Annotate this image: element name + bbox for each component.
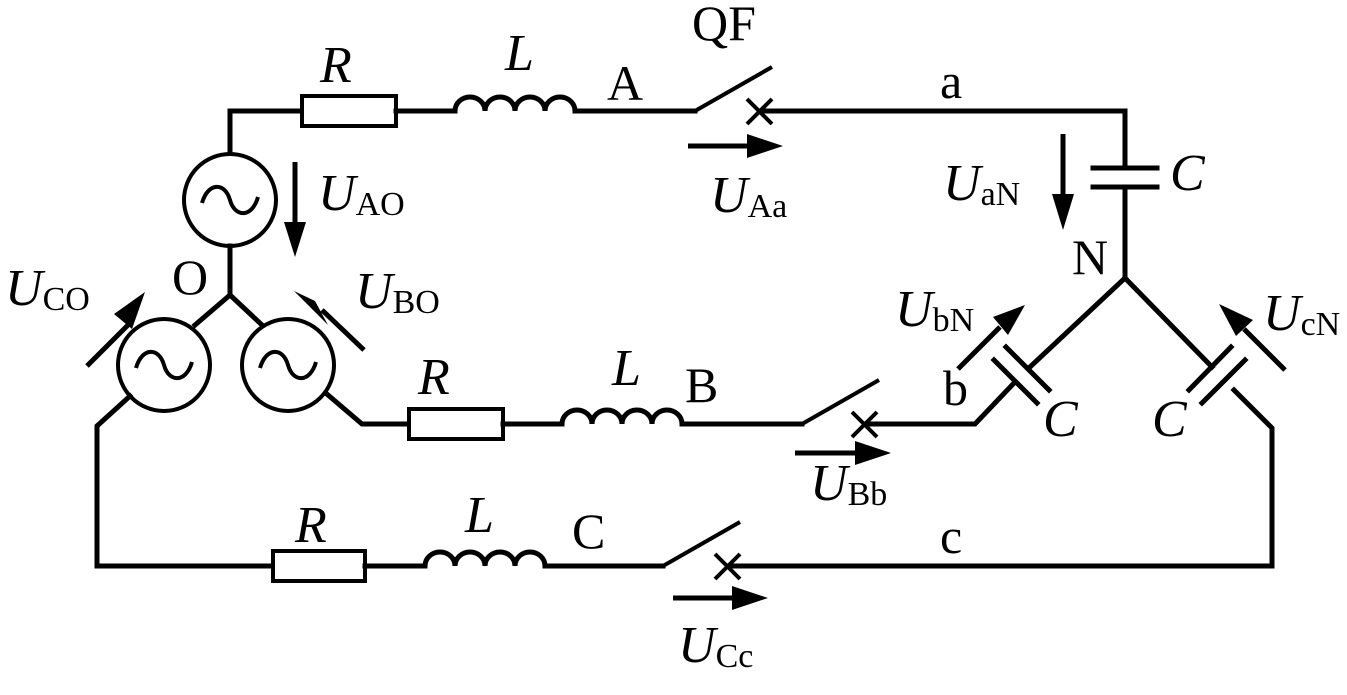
inductor-b: [559, 407, 685, 427]
wire-o-to-source-c: [191, 291, 234, 329]
wire-a-breaker-to-load: [757, 108, 1128, 171]
arrow-head-icon: [114, 292, 145, 329]
phase-b-branch: [324, 274, 1129, 441]
arrow-u-bo: [320, 308, 366, 352]
voltage-label-u-ao: UAO: [318, 165, 405, 223]
voltage-main: U: [318, 165, 359, 222]
node-label-a: a: [940, 53, 962, 109]
voltage-sub: bN: [933, 302, 975, 339]
voltage-label-u-bb: UBb: [810, 455, 887, 513]
voltage-main: U: [943, 155, 984, 212]
inductor-a: [452, 94, 578, 114]
phase-a-branch: [227, 65, 1160, 281]
arrow-head-icon: [294, 291, 328, 325]
capacitor-label-a: C: [1170, 145, 1206, 202]
voltage-label-u-aa: UAa: [710, 167, 787, 225]
resistor-b: [407, 407, 505, 441]
arrow-head-icon: [993, 305, 1025, 335]
voltage-label-u-an: UaN: [943, 155, 1020, 213]
voltage-label-u-co: UCO: [5, 260, 90, 318]
voltage-main: U: [710, 167, 751, 224]
node-label-O: O: [172, 249, 208, 305]
voltage-label-u-cn: UcN: [1263, 285, 1340, 343]
arrow-head-icon: [1052, 194, 1074, 230]
arrow-head-icon: [747, 134, 783, 158]
breaker-b-blade: [801, 378, 880, 426]
voltage-sub: BO: [393, 284, 440, 321]
voltage-main: U: [1263, 285, 1304, 342]
sine-icon: [134, 349, 194, 381]
voltage-sub: Cc: [716, 638, 754, 675]
voltage-main: U: [5, 260, 46, 317]
wire-a-source-to-resistor: [227, 108, 305, 156]
wire-o-to-source-b: [226, 291, 266, 329]
source-star: [116, 152, 336, 413]
sine-icon: [200, 184, 260, 216]
arrow-head-icon: [732, 586, 768, 610]
voltage-label-u-bn: UbN: [895, 281, 974, 339]
voltage-sub: cN: [1301, 306, 1341, 343]
voltage-label-u-bo: UBO: [355, 263, 440, 321]
capacitor-label-b: C: [1043, 391, 1079, 448]
resistor-a: [300, 94, 398, 128]
resistor-label-b: R: [417, 349, 450, 406]
resistor-c: [271, 549, 367, 583]
capacitor-b: [990, 343, 1053, 407]
wire-b-breaker-to-load: [862, 378, 1019, 427]
arrow-head-icon: [1219, 304, 1253, 336]
voltage-main: U: [678, 617, 719, 674]
voltage-sub: Bb: [848, 476, 888, 513]
inductor-label-b: L: [611, 340, 641, 397]
resistor-label-c: R: [294, 497, 327, 554]
breaker-a-blade: [694, 65, 773, 113]
voltage-main: U: [810, 455, 851, 512]
labels: R L R L R L C C C A B C a b c O N QF UAO…: [5, 0, 1340, 675]
wire-c-source-to-resistor: [94, 392, 276, 569]
wire-b-source-to-resistor: [324, 391, 412, 427]
node-label-B: B: [685, 357, 718, 413]
voltage-sub: AO: [356, 186, 405, 223]
voltage-sub: Aa: [748, 188, 788, 225]
wire-capacitor-c-to-n: [1121, 274, 1216, 371]
resistor-label-a: R: [319, 37, 352, 94]
arrow-u-co: [85, 321, 132, 368]
arrow-u-bn: [956, 325, 1002, 371]
inductor-label-a: L: [504, 25, 534, 82]
capacitor-label-c: C: [1152, 391, 1188, 448]
node-label-b: b: [943, 360, 968, 416]
wire-c-breaker-to-load: [725, 386, 1275, 569]
voltage-sub: aN: [981, 176, 1021, 213]
inductor-c: [422, 549, 548, 569]
arrow-head-icon: [855, 441, 891, 465]
breaker-label: QF: [692, 0, 756, 51]
sine-icon: [258, 349, 318, 381]
arrow-head-icon: [284, 222, 306, 257]
phase-c-branch: [94, 274, 1275, 583]
wire-capacitor-b-to-n: [1026, 274, 1129, 371]
voltage-main: U: [355, 263, 396, 320]
node-label-A: A: [607, 55, 643, 111]
inductor-label-c: L: [464, 487, 494, 544]
arrow-u-cn: [1242, 327, 1287, 372]
voltage-arrows: [85, 134, 1287, 610]
capacitor-a: [1090, 165, 1160, 190]
breaker-c-blade: [662, 520, 741, 568]
voltage-main: U: [895, 281, 936, 338]
node-label-c: c: [940, 508, 962, 564]
voltage-sub: CO: [43, 281, 90, 318]
node-label-N: N: [1072, 229, 1108, 285]
voltage-label-u-cc: UCc: [678, 617, 753, 675]
node-label-C: C: [572, 503, 605, 559]
